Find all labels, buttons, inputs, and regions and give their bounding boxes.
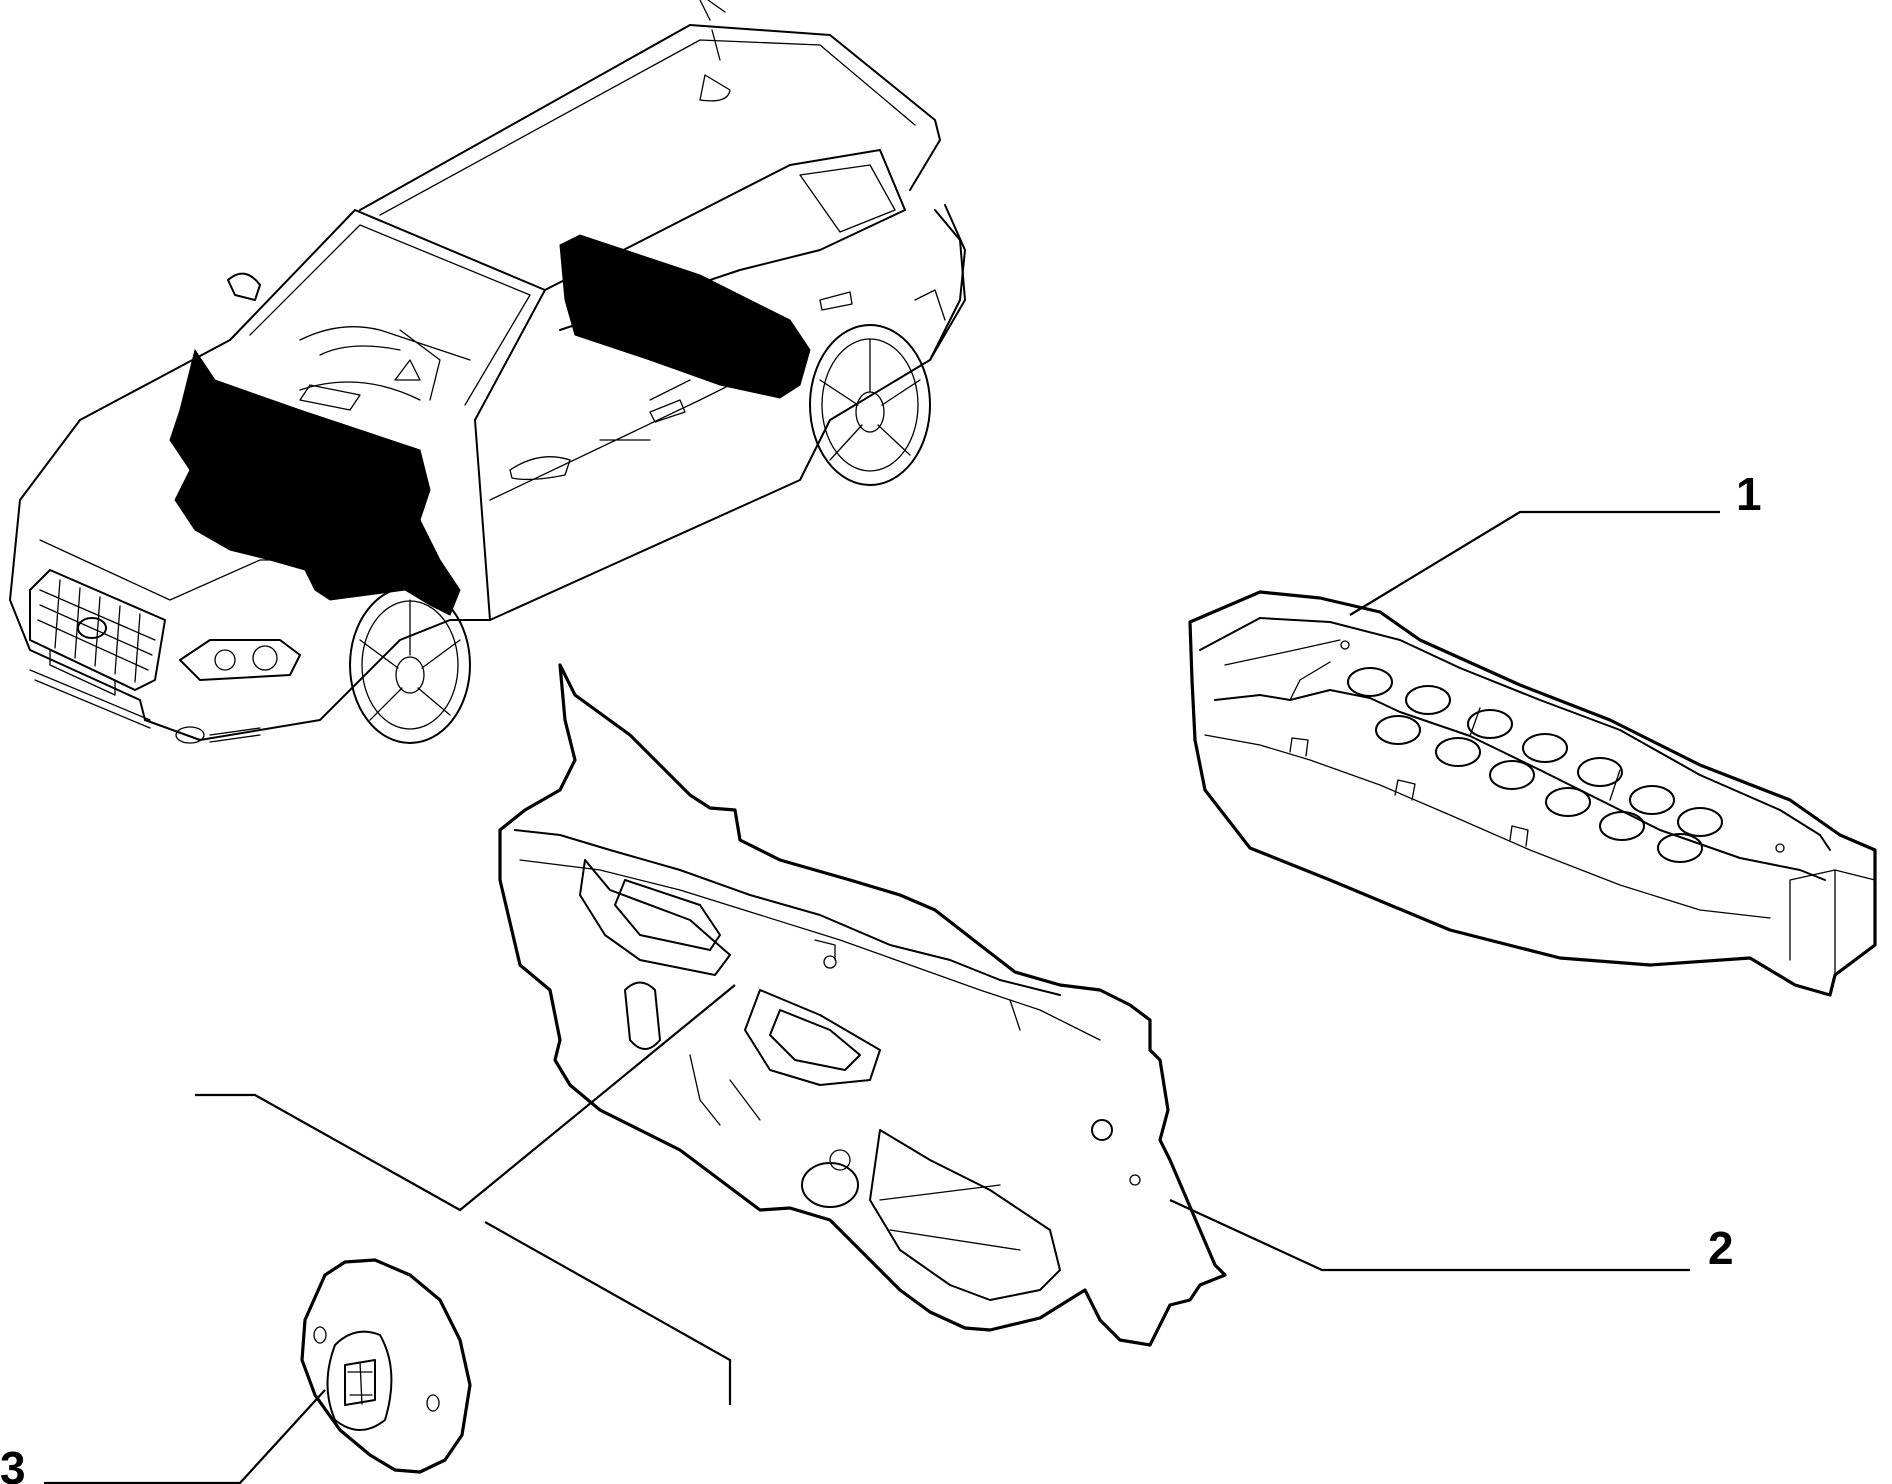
part-3-retaining-clip — [300, 1258, 472, 1474]
panel-1-holes — [1347, 667, 1723, 863]
leader-lines — [44, 510, 1720, 1484]
callout-label-2: 2 — [1708, 1222, 1734, 1274]
leader-line-1 — [1349, 510, 1720, 616]
part-2-bulkhead-panel — [498, 663, 1227, 1347]
reference-bracket-line-2 — [484, 1221, 732, 1405]
callout-label-1: 1 — [1736, 468, 1762, 520]
part-1-rear-floor-panel — [1188, 590, 1877, 997]
callout-labels: 1 2 3 — [0, 468, 1762, 1484]
leader-line-3 — [44, 1389, 326, 1484]
reference-bracket-line — [195, 984, 736, 1212]
leader-line-2 — [1169, 1199, 1690, 1272]
callout-label-3: 3 — [0, 1442, 26, 1484]
car-overview-illustration — [9, 0, 966, 744]
